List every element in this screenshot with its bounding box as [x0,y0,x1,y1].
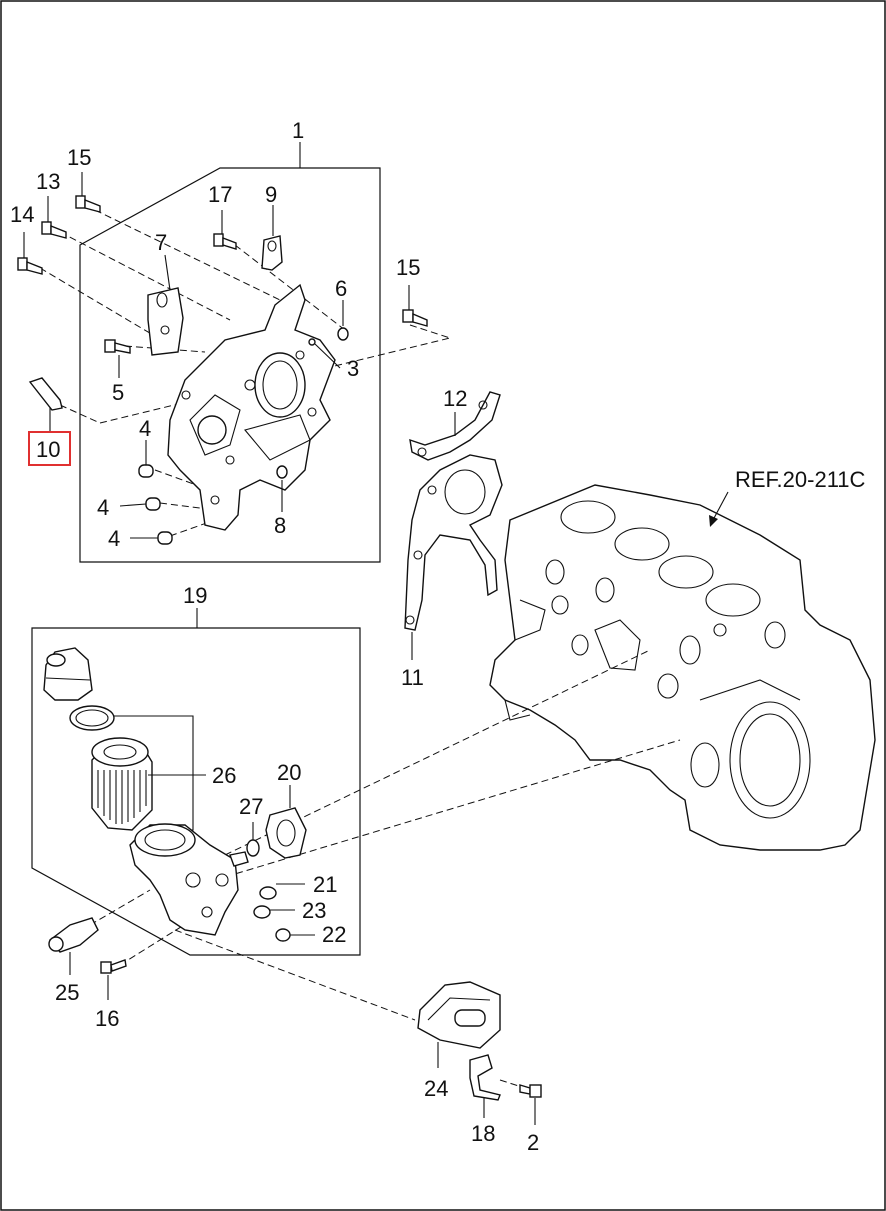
gasket-11 [404,454,503,660]
o-ring-6 [337,300,349,341]
callout-15-right[interactable]: 15 [396,255,420,280]
callout-2[interactable]: 2 [527,1130,539,1155]
callout-3[interactable]: 3 [347,356,359,381]
callout-7[interactable]: 7 [155,230,167,255]
callout-20[interactable]: 20 [277,760,301,785]
oil-pressure-sensor [48,917,99,975]
callout-12[interactable]: 12 [443,386,467,411]
callout-5[interactable]: 5 [112,380,124,405]
o-ring-27 [246,822,260,857]
callout-8[interactable]: 8 [274,513,286,538]
oil-filter-cap [43,647,93,701]
engine-block [489,484,876,851]
bolt-17 [213,210,237,250]
clip-bracket [261,205,283,271]
bolt-2 [519,1084,542,1125]
o-ring-21 [259,883,305,900]
gasket-12 [409,391,501,461]
bracket-18 [469,1054,501,1118]
callout-25[interactable]: 25 [55,980,79,1005]
callout-18[interactable]: 18 [471,1121,495,1146]
callout-17[interactable]: 17 [208,182,232,207]
callout-6[interactable]: 6 [335,276,347,301]
oil-filter-group-box [31,608,361,956]
callout-4-a[interactable]: 4 [139,416,151,441]
callout-15-top[interactable]: 15 [67,145,91,170]
oil-cooler [417,981,501,1068]
callout-22[interactable]: 22 [322,922,346,947]
callout-10-highlight[interactable]: 10 [28,431,71,466]
dowel-pin [28,377,63,432]
oil-filter-housing [129,823,249,936]
bolt-15-top [75,172,101,213]
callout-1[interactable]: 1 [292,118,304,143]
callout-19[interactable]: 19 [183,583,207,608]
o-ring-filter [69,705,115,731]
callout-9[interactable]: 9 [265,182,277,207]
callout-14[interactable]: 14 [10,202,34,227]
callout-23[interactable]: 23 [302,898,326,923]
oil-filter-element [91,737,153,831]
timing-cover-group-box [79,142,381,563]
callout-27[interactable]: 27 [239,794,263,819]
callout-4-b[interactable]: 4 [97,495,109,520]
o-ring-23 [253,905,295,919]
callout-24[interactable]: 24 [424,1076,448,1101]
pin-3 [308,338,341,369]
bolt-14 [17,232,43,275]
gasket-20 [265,785,307,859]
bolt-5 [104,339,131,378]
sleeve-4c [130,531,173,545]
ref-label[interactable]: REF.20-211C [735,467,866,492]
timing-cover [167,283,336,531]
callout-16[interactable]: 16 [95,1006,119,1031]
bolt-15-right [402,285,428,327]
sleeve-4a [138,440,154,478]
callout-26[interactable]: 26 [212,763,236,788]
ref-arrow [709,491,729,527]
callout-4-c[interactable]: 4 [108,526,120,551]
callout-21[interactable]: 21 [313,872,337,897]
sleeve-4b [119,497,161,511]
callout-10[interactable]: 10 [36,437,60,462]
bolt-16 [100,959,127,1000]
callout-11[interactable]: 11 [401,665,424,690]
bolt-13 [41,196,67,239]
callout-13[interactable]: 13 [36,169,60,194]
o-ring-22 [275,928,315,942]
o-ring-8 [276,465,288,512]
bracket [147,254,184,356]
